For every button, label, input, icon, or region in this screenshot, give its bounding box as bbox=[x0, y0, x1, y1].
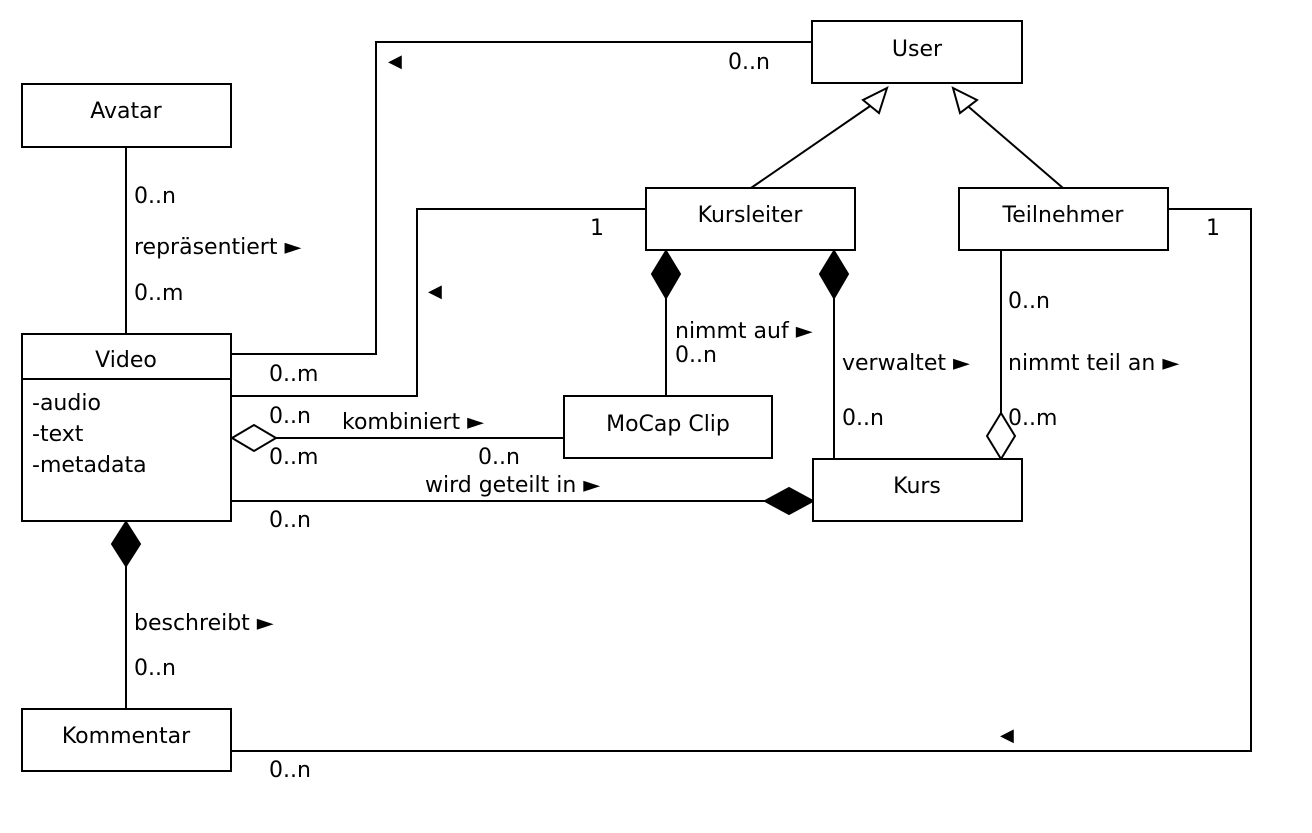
label-avatar-video: repräsentiert ► bbox=[134, 235, 301, 260]
multiplicity-teilnehmer-kommentar-teilnehmer: 1 bbox=[1206, 216, 1220, 241]
class-video[interactable]: Video -audio -text -metadata bbox=[21, 333, 232, 522]
multiplicity-user-video-video: 0..m bbox=[269, 362, 318, 387]
generalization-teilnehmer-user bbox=[962, 101, 1064, 189]
multiplicity-avatar-video-video: 0..m bbox=[134, 281, 183, 306]
association-teilnehmer-kommentar bbox=[231, 208, 1252, 752]
generalization-kursleiter-user bbox=[750, 101, 877, 189]
video-attribute-text: -text bbox=[32, 422, 84, 447]
generalization-triangle-kursleiter bbox=[861, 86, 889, 115]
class-mocap-clip-name: MoCap Clip bbox=[606, 412, 730, 437]
class-mocap-clip[interactable]: MoCap Clip bbox=[563, 395, 773, 459]
direction-arrow-teilnehmer-kommentar: ◀ bbox=[1000, 725, 1014, 746]
class-kursleiter-name: Kursleiter bbox=[698, 203, 804, 228]
label-video-kommentar: beschreibt ► bbox=[134, 611, 274, 636]
video-attribute-metadata: -metadata bbox=[32, 453, 147, 478]
class-teilnehmer[interactable]: Teilnehmer bbox=[958, 187, 1169, 251]
multiplicity-kursleiter-video-kursleiter: 1 bbox=[590, 216, 604, 241]
label-video-mocap: kombiniert ► bbox=[342, 410, 484, 435]
multiplicity-video-kommentar-kommentar: 0..n bbox=[134, 656, 176, 681]
composition-diamond-video-kurs bbox=[762, 486, 816, 516]
multiplicity-kursleiter-video-video: 0..n bbox=[269, 404, 311, 429]
multiplicity-avatar-video-avatar: 0..n bbox=[134, 184, 176, 209]
composition-diamond-kursleiter-mocap bbox=[650, 249, 682, 300]
label-kursleiter-mocap: nimmt auf ► bbox=[675, 319, 813, 344]
class-kurs[interactable]: Kurs bbox=[812, 458, 1023, 522]
multiplicity-teilnehmer-kommentar-kommentar: 0..n bbox=[269, 758, 311, 783]
multiplicity-kursleiter-mocap-mocap: 0..n bbox=[675, 343, 717, 368]
composition-diamond-kursleiter-kurs bbox=[818, 249, 850, 300]
class-user-name: User bbox=[892, 37, 943, 62]
class-kurs-name: Kurs bbox=[893, 474, 941, 499]
class-teilnehmer-name: Teilnehmer bbox=[1002, 203, 1125, 228]
class-kommentar[interactable]: Kommentar bbox=[21, 708, 232, 772]
class-kursleiter[interactable]: Kursleiter bbox=[645, 187, 856, 251]
generalization-triangle-teilnehmer bbox=[951, 86, 979, 115]
class-kommentar-name: Kommentar bbox=[62, 724, 191, 749]
multiplicity-kursleiter-kurs-kurs: 0..n bbox=[842, 406, 884, 431]
multiplicity-teilnehmer-kurs-teilnehmer: 0..n bbox=[1008, 289, 1050, 314]
video-attribute-audio: -audio bbox=[32, 391, 101, 416]
label-teilnehmer-kurs: nimmt teil an ► bbox=[1008, 351, 1179, 376]
class-user[interactable]: User bbox=[811, 20, 1023, 84]
multiplicity-user-video-user: 0..n bbox=[728, 50, 770, 75]
direction-arrow-user-video: ◀ bbox=[388, 51, 402, 72]
composition-diamond-video-kommentar bbox=[110, 520, 142, 568]
multiplicity-video-mocap-mocap: 0..n bbox=[478, 445, 520, 470]
multiplicity-video-kurs-video: 0..n bbox=[269, 508, 311, 533]
label-kursleiter-kurs: verwaltet ► bbox=[842, 351, 970, 376]
class-video-name: Video bbox=[95, 348, 157, 373]
direction-arrow-kursleiter-video: ◀ bbox=[428, 281, 442, 302]
association-kursleiter-video bbox=[232, 208, 646, 397]
multiplicity-teilnehmer-kurs-kurs: 0..m bbox=[1008, 406, 1057, 431]
aggregation-diamond-video-mocap bbox=[230, 423, 278, 453]
class-avatar-name: Avatar bbox=[90, 99, 162, 124]
multiplicity-video-mocap-video: 0..m bbox=[269, 445, 318, 470]
association-user-video bbox=[232, 41, 812, 355]
class-avatar[interactable]: Avatar bbox=[21, 83, 232, 148]
label-video-kurs: wird geteilt in ► bbox=[425, 473, 600, 498]
